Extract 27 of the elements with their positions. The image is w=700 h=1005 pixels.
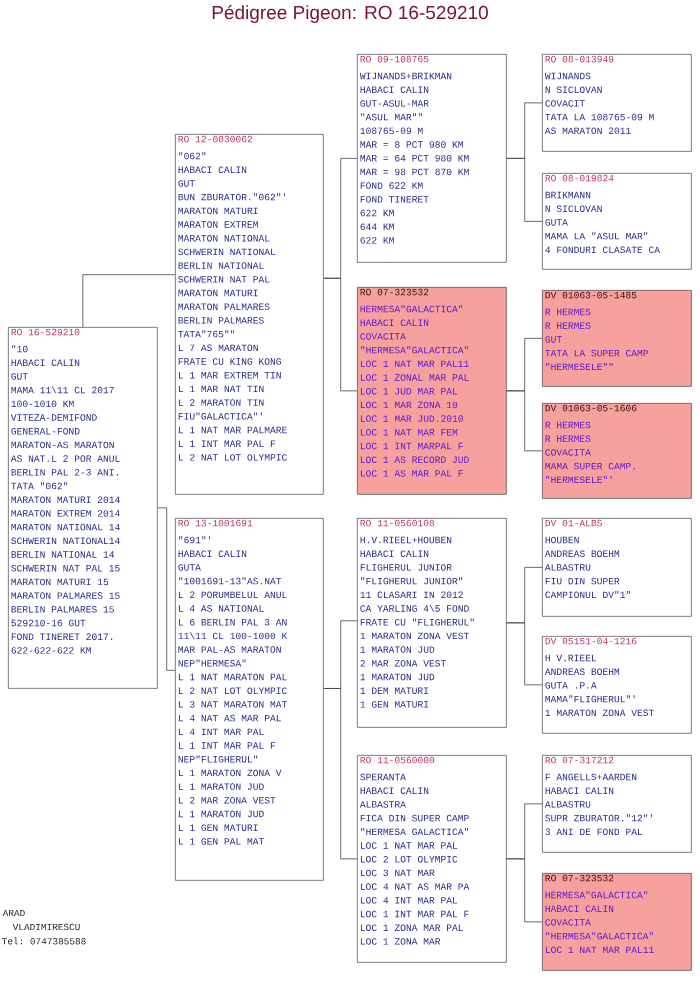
title: Pédigree Pigeon: RO 16-529210 — [212, 5, 488, 23]
connector-line — [82, 274, 176, 328]
pedigree-card: RO 11-0560108 H.V.RIEEL+HOUBEN HABACI CALIN FLIGHERUL JUNIOR "FLIGHERUL JUNIOR" 11 CLASARI IN 2012 CA YARLING 4\5 FOND FRATE CU "FLIGHERUL" 1 MARATON ZONA VEST 1 MARATON JUD 2 MAR ZONA VEST 1 MARATON JUD 1 DEM MATURI 1 GEN MATURI — [357, 518, 507, 728]
pedigree-card: RO 08-013949 WIJNANDS N SICLOVAN COVACIT TATA LA 108765-09 M AS MARATON 2011 — [542, 54, 692, 152]
connector-line — [506, 622, 543, 686]
connector-line — [323, 277, 358, 392]
connector-line — [506, 858, 543, 923]
connector-line — [506, 157, 543, 222]
pedigree-card: RO 07-317212 F ANGELLS+AARDEN HABACI CALIN ALBASTRU SUPR ZBURATOR."12"' 3 ANI DE FOND PAL — [542, 755, 692, 853]
pedigree-card: RO 08-019824 BRIKMANN N SICLOVAN GUTA MAMA LA "ASUL MAR" 4 FONDURI CLASATE CA — [542, 173, 692, 270]
pedigree-card: RO 13-1001691 "691"' HABACI CALIN GUTA "1001691-13"AS.NAT L 2 PORUMBELUL ANUL L 4 AS NATIONAL L 6 BERLIN PAL 3 AN 11\11 CL 100-1000 K MAR PAL-AS MARATON NEP"HERMESA" L 1 NAT MARATON PAL L 2 NAT LOT OLYMPIC L 3 NAT MARATON MAT L 4 NAT AS MAR PAL L 4 INT MAR PAL L 1 INT MAR PAL F NEP"FLIGHERUL" L 1 MARATON ZONA V L 1 MARATON JUD L 2 MAR ZONA VEST L 1 MARATON JUD L 1 GEN MATURI L 1 GEN PAL MAT — [175, 518, 324, 881]
pedigree-card: DV 01063-05-1606 R HERMES R HERMES COVACITA MAMA SUPER CAMP. "HERMESELE"' — [542, 403, 692, 499]
pedigree-card: RO 11-0560000 SPERANTA HABACI CALIN ALBASTRA FICA DIN SUPER CAMP "HERMESA GALACTICA" LOC 1 NAT MAR PAL LOC 2 LOT OLYMPIC LOC 3 NAT MAR LOC 4 NAT AS MAR PA LOC 4 INT MAR PAL LOC 1 INT MAR PAL F LOC 1 ZONA MAR PAL LOC 1 ZONA MAR — [357, 755, 507, 963]
pedigree-card: DV 05151-04-1216 H V.RIEEL ANDREAS BOEHM GUTA .P.A MAMA"FLIGHERUL"' 1 MARATON ZONA VEST — [542, 636, 692, 734]
pedigree-card: DV 01063-05-1485 R HERMES R HERMES GUT TATA LA SUPER CAMP "HERMESELE"" — [542, 290, 692, 387]
address-text: Tel: 0747385588 — [2, 937, 86, 945]
pedigree-card: RO 12-0030062 "062" HABACI CALIN GUT BUN ZBURATOR."062"' MARATON MATURI MARATON EXTREM MARATON NATIONAL SCHWERIN NATIONAL BERLIN NATIONAL SCHWERIN NAT PAL MARATON MATURI MARATON PALMARES BERLIN PALMARES TATA"765"" L 7 AS MARATON FRATE CU KING KONG L 1 MAR EXTREM TIN L 1 MAR NAT TIN L 2 MARATON TIN FIU"GALACTICA"' L 1 NAT MAR PALMARE L 1 INT MAR PAL F L 2 NAT LOT OLYMPIC — [175, 134, 324, 495]
pedigree-card: RO 16-529210 "10 HABACI CALIN GUT MAMA 11\11 CL 2017 100-1010 KM VITEZA-DEMIFOND GENERAL-FOND MARATON-AS MARATON AS NAT.L 2 POR ANUL BERLIN PAL 2-3 ANI. TATA "062" MARATON MATURI 2014 MARATON EXTREM 2014 MARATON NATIONAL 14 SCHWERIN NATIONAL14 BERLIN NATIONAL 14 SCHWERIN NAT PAL 15 MARATON MATURI 15 MARATON PALMARES 15 BERLIN PALMARES 15 529210-16 GUT FOND TINERET 2017. 622-622-622 KM — [8, 327, 158, 689]
pedigree-card: RO 09-108765 WIJNANDS+BRIKMAN HABACI CALIN GUT-ASUL-MAR "ASUL MAR"" 108765-09 M MAR = 8 PCT 980 KM MAR = 64 PCT 980 KM MAR = 98 PCT 870 KM FOND 622 KM FOND TINERET 622 KM 644 KM 622 KM — [357, 54, 507, 263]
pedigree-card: RO 07-323532 HERMESA"GALACTICA" HABACI CALIN COVACITA "HERMESA"GALACTICA" LOC 1 NAT MAR PAL11 LOC 1 ZONAL MAR PAL LOC 1 JUD MAR PAL LOC 1 MAR ZONA 10 LOC 1 MAR JUD.2010 LOC 1 NAT MAR FEM LOC 1 INT MARPAL F LOC 1 AS RECORD JUD LOC 1 AS MAR PAL F — [357, 287, 507, 495]
pedigree-card: DV 01-ALBS HOUBEN ANDREAS BOEHM ALBASTRU FIU DIN SUPER CAMPIONUL DV"1" — [542, 518, 692, 617]
connector-line — [506, 390, 543, 452]
pedigree-card: RO 07-323532 HERMESA"GALACTICA" HABACI CALIN COVACITA "HERMESA"GALACTICA" LOC 1 NAT MAR PAL11 — [542, 873, 692, 971]
connector-line — [323, 688, 358, 860]
connector-line — [157, 507, 176, 671]
address-text: ARAD — [2, 909, 25, 917]
address-text: VLADIMIRESCU — [12, 923, 80, 931]
